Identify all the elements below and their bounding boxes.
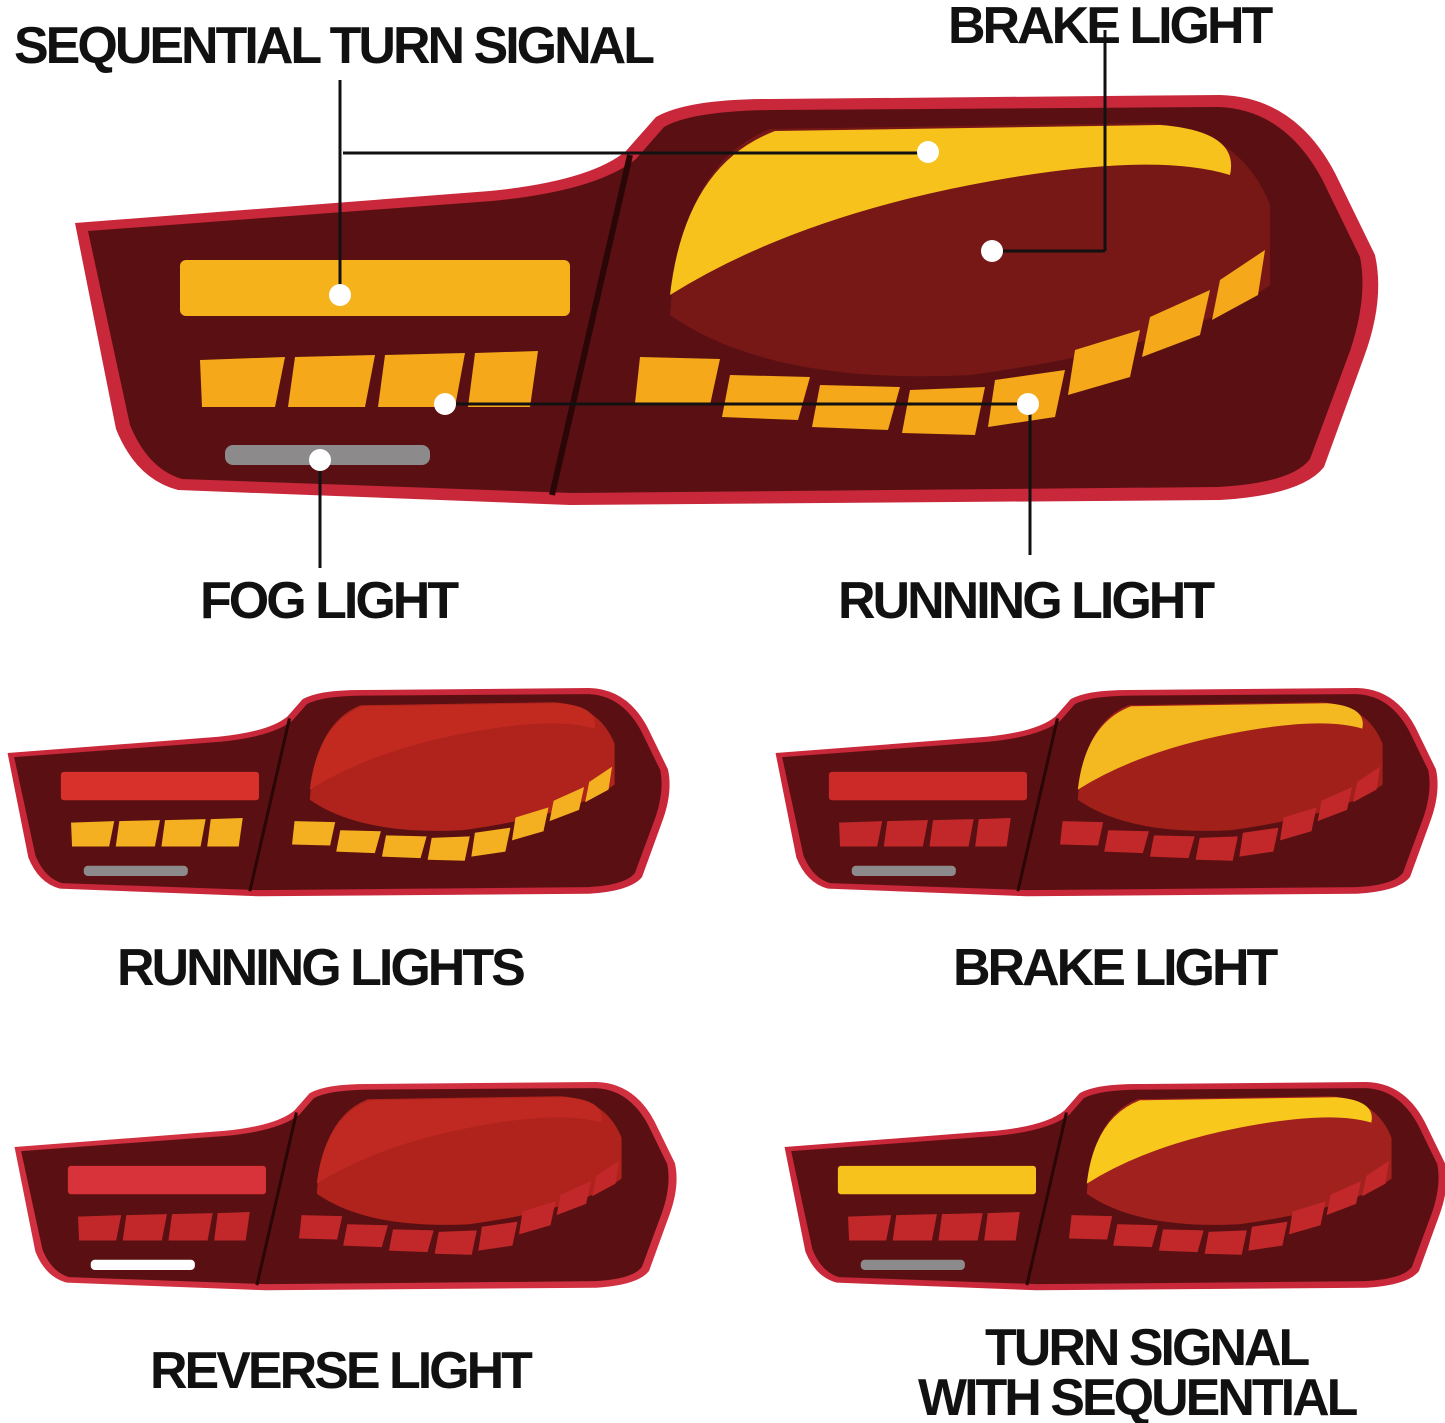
- tail-light-running-mode: [6, 686, 672, 898]
- callout-sequential-turn-signal: SEQUENTIAL TURN SIGNAL: [14, 17, 655, 75]
- mode-label-with-sequential: WITH SEQUENTIAL: [918, 1369, 1358, 1423]
- tail-light-turn-mode: [783, 1080, 1445, 1292]
- callout-brake-light: BRAKE LIGHT: [948, 0, 1273, 55]
- tail-light-reverse-mode: [13, 1080, 679, 1292]
- tail-light-brake-mode: [774, 686, 1440, 898]
- callout-running-light: RUNNING LIGHT: [838, 572, 1215, 630]
- mode-label-brake-light: BRAKE LIGHT: [953, 939, 1278, 997]
- mode-label-reverse-light: REVERSE LIGHT: [150, 1342, 533, 1400]
- mode-label-running-lights: RUNNING LIGHTS: [117, 939, 526, 997]
- mode-label-turn-signal: TURN SIGNAL: [985, 1319, 1310, 1377]
- callout-dots: [309, 141, 1039, 471]
- callout-fog-light: FOG LIGHT: [200, 572, 459, 630]
- leader-lines: [318, 30, 1107, 568]
- main-tail-light: [75, 95, 1378, 505]
